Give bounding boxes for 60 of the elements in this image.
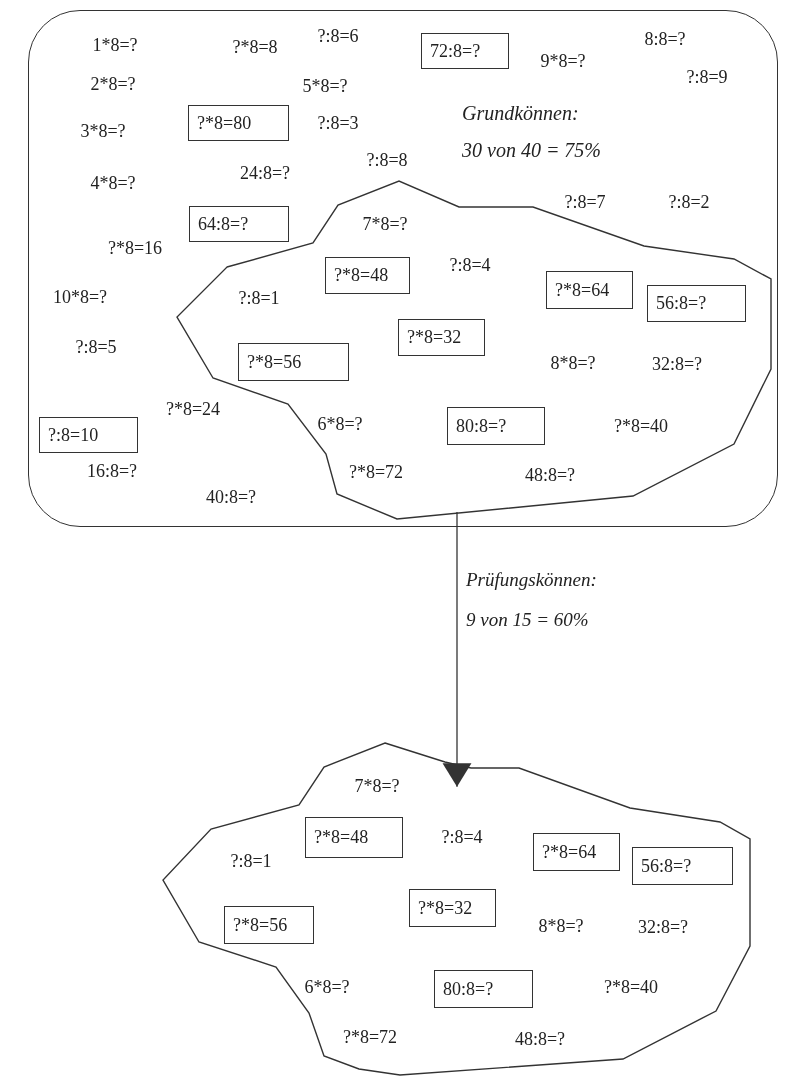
equation-text: 7*8=? xyxy=(354,775,400,797)
equation-text: 40:8=? xyxy=(205,486,257,508)
boxed-equation: ?*8=56 xyxy=(238,343,349,381)
equation-text: ?*8=72 xyxy=(342,1026,398,1048)
equation-text: ?:8=2 xyxy=(668,191,710,213)
equation-text: ?:8=8 xyxy=(366,149,408,171)
equation-text: 16:8=? xyxy=(86,460,138,482)
equation-text: 1*8=? xyxy=(92,34,138,56)
equation-text: 6*8=? xyxy=(317,413,363,435)
boxed-equation: 64:8=? xyxy=(189,206,289,242)
equation-text: 9*8=? xyxy=(540,50,586,72)
equation-text: 48:8=? xyxy=(524,464,576,486)
equation-text: ?:8=4 xyxy=(449,254,491,276)
equation-text: ?:8=6 xyxy=(317,25,359,47)
equation-text: ?*8=40 xyxy=(613,415,669,437)
boxed-equation: ?*8=32 xyxy=(409,889,496,927)
equation-text: 8*8=? xyxy=(550,352,596,374)
equation-text: ?:8=4 xyxy=(441,826,483,848)
equation-text: 10*8=? xyxy=(52,286,108,308)
boxed-equation: ?*8=80 xyxy=(188,105,289,141)
equation-text: 7*8=? xyxy=(362,213,408,235)
boxed-equation: ?:8=10 xyxy=(39,417,138,453)
equation-text: ?*8=24 xyxy=(165,398,221,420)
polygon-region xyxy=(163,743,750,1075)
equation-text: ?*8=16 xyxy=(107,237,163,259)
equation-text: ?*8=40 xyxy=(603,976,659,998)
boxed-equation: 80:8=? xyxy=(434,970,533,1008)
equation-text: 48:8=? xyxy=(514,1028,566,1050)
equation-text: 32:8=? xyxy=(651,353,703,375)
boxed-equation: ?*8=32 xyxy=(398,319,485,356)
rounded-region xyxy=(28,10,778,527)
equation-text: ?:8=1 xyxy=(238,287,280,309)
equation-text: ?:8=7 xyxy=(564,191,606,213)
arrow xyxy=(442,511,472,788)
equation-text: 5*8=? xyxy=(302,75,348,97)
equation-text: 8:8=? xyxy=(644,28,686,50)
equation-text: 8*8=? xyxy=(538,915,584,937)
boxed-equation: ?*8=64 xyxy=(546,271,633,309)
region-heading: Grundkönnen: xyxy=(462,102,579,124)
equation-text: 4*8=? xyxy=(90,172,136,194)
equation-text: ?:8=5 xyxy=(75,336,117,358)
equation-text: 3*8=? xyxy=(80,120,126,142)
equation-text: ?*8=8 xyxy=(232,36,278,58)
score-text: 30 von 40 = 75% xyxy=(462,139,602,161)
boxed-equation: ?*8=48 xyxy=(305,817,403,858)
boxed-equation: 72:8=? xyxy=(421,33,509,69)
equation-text: ?:8=1 xyxy=(230,850,272,872)
equation-text: ?*8=72 xyxy=(348,461,404,483)
boxed-equation: ?*8=56 xyxy=(224,906,314,944)
equation-text: 6*8=? xyxy=(304,976,350,998)
boxed-equation: 56:8=? xyxy=(647,285,746,322)
equation-text: ?:8=9 xyxy=(686,66,728,88)
equation-text: 32:8=? xyxy=(637,916,689,938)
boxed-equation: 80:8=? xyxy=(447,407,545,445)
equation-text: ?:8=3 xyxy=(317,112,359,134)
boxed-equation: ?*8=64 xyxy=(533,833,620,871)
boxed-equation: 56:8=? xyxy=(632,847,733,885)
boxed-equation: ?*8=48 xyxy=(325,257,410,294)
equation-text: 2*8=? xyxy=(90,73,136,95)
equation-text: 24:8=? xyxy=(239,162,291,184)
